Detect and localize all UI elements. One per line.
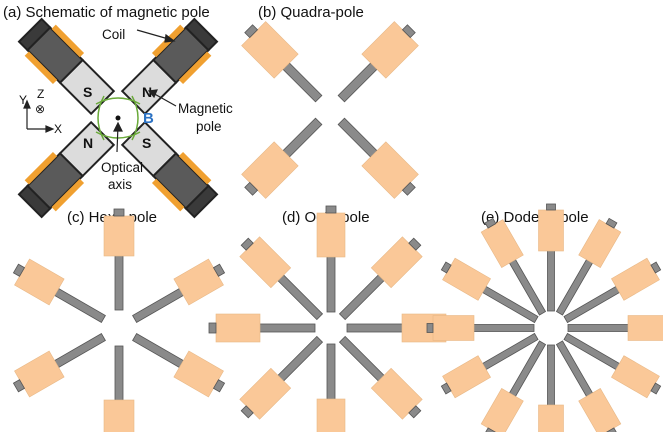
pole-coil: [316, 398, 346, 432]
pole-6: [440, 332, 539, 399]
pole-5: [208, 313, 316, 343]
pole-coil: [215, 313, 261, 343]
field-label-b: B: [143, 110, 154, 127]
pole-coil: [578, 388, 622, 432]
pole-5: [480, 340, 547, 432]
pole-end-cap: [244, 24, 259, 39]
pole-end-cap: [440, 382, 452, 395]
coil-label: Coil: [102, 27, 125, 42]
pole-1: [103, 345, 135, 432]
pole-end-cap: [208, 322, 217, 334]
pole-end-cap: [401, 24, 416, 39]
optical-axis-label-line1: Optical: [101, 160, 143, 175]
pole-9: [480, 217, 547, 316]
panel-c: (c) Hexa-pole: [12, 208, 226, 432]
pole-end-cap: [408, 405, 422, 419]
pole-6: [132, 332, 226, 398]
pole-10: [538, 203, 564, 312]
pole-end-cap: [12, 263, 26, 277]
pole-end-cap: [244, 181, 259, 196]
pole-7: [426, 315, 535, 341]
pole-2: [241, 117, 323, 199]
pole-6: [239, 236, 324, 321]
pole-arm-bottom-right: [120, 120, 219, 219]
pole-11: [555, 217, 622, 316]
pole-12: [563, 257, 662, 324]
pole-coil: [103, 215, 135, 257]
pole-3: [12, 258, 106, 324]
pole-4: [538, 344, 564, 432]
pole-7: [316, 205, 346, 313]
pole-label-bottom-right: S: [142, 135, 151, 151]
pole-end-cap: [212, 263, 226, 277]
pole-end-cap: [113, 208, 125, 217]
panel-d: (d) Octa-pole: [208, 205, 454, 432]
hexapole-arrangement: [12, 208, 226, 432]
pole-1: [337, 117, 419, 199]
octapole-arrangement: [208, 205, 454, 432]
pole-end-cap: [605, 217, 618, 229]
annotation-arrows: [113, 29, 177, 153]
pole-end-cap: [401, 181, 416, 196]
pole-2: [563, 332, 662, 399]
quadrupole-arrangement: [241, 21, 419, 199]
pole-1: [567, 315, 663, 341]
pole-end-cap: [426, 323, 434, 333]
pole-end-cap: [650, 261, 662, 274]
pole-end-cap: [408, 237, 422, 251]
panel-b-title: (b) Quadra-pole: [258, 4, 364, 21]
pole-8: [338, 236, 423, 321]
pole-end-cap: [240, 405, 254, 419]
pole-label-bottom-left: N: [83, 135, 93, 151]
pole-assembly-a: [17, 17, 219, 219]
pole-coil: [480, 388, 524, 432]
pole-arm-bottom-left: [17, 120, 116, 219]
pole-end-cap: [440, 261, 452, 274]
pole-arm-top-left: [17, 17, 116, 116]
pole-coil: [538, 209, 564, 252]
pole-coil: [627, 315, 663, 341]
pole-3: [316, 343, 346, 432]
pole-2: [12, 332, 106, 398]
magnetic-pole-label-line1: Magnetic: [178, 101, 233, 116]
pole-3: [555, 340, 622, 432]
axis-y-label: Y: [19, 93, 27, 107]
pole-end-cap: [650, 382, 662, 395]
pole-coil: [316, 212, 346, 258]
pole-3: [241, 21, 323, 103]
optical-axis-label-line2: axis: [108, 177, 132, 192]
pole-4: [103, 208, 135, 311]
pole-8: [440, 257, 539, 324]
pole-coil: [432, 315, 475, 341]
axis-z-label: Z: [37, 87, 44, 101]
pole-end-cap: [212, 379, 226, 393]
pole-end-cap: [12, 379, 26, 393]
pole-label-top-right: N: [142, 84, 152, 100]
pole-end-cap: [240, 237, 254, 251]
pole-4: [337, 21, 419, 103]
pole-2: [338, 335, 423, 420]
pole-end-cap: [605, 427, 618, 432]
panel-b: (b) Quadra-pole: [241, 4, 419, 199]
dodecapole-arrangement: [426, 203, 663, 432]
pole-coil: [538, 404, 564, 432]
axis-x-label: X: [54, 122, 62, 136]
pole-end-cap: [484, 217, 497, 229]
pole-end-cap: [484, 427, 497, 432]
pole-coil: [103, 399, 135, 432]
axes-indicator: [23, 99, 55, 133]
optical-axis-dot: [115, 115, 121, 121]
panel-a: (a) Schematic of magnetic pole: [3, 4, 233, 219]
axis-z-symbol: ⊗: [35, 102, 45, 116]
pole-end-cap: [325, 205, 337, 214]
pole-5: [132, 258, 226, 324]
panel-e: (e) Dodeca-pole: [426, 203, 663, 432]
pole-label-top-left: S: [83, 84, 92, 100]
magnetic-pole-label-line2: pole: [196, 119, 222, 134]
pole-arm-top-right: [120, 17, 219, 116]
pole-4: [239, 335, 324, 420]
panel-a-title: (a) Schematic of magnetic pole: [3, 4, 210, 21]
pole-end-cap: [546, 203, 556, 211]
